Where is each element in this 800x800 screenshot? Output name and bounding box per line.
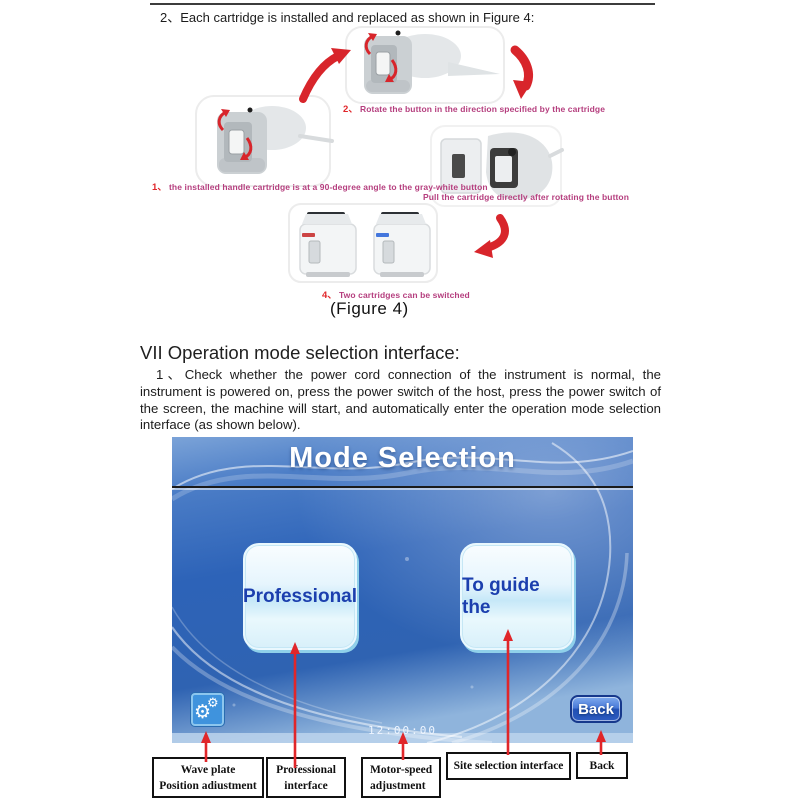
callout-line: interface (284, 779, 328, 792)
callout-back: Back (576, 752, 628, 779)
callout-line: Wave plate (180, 763, 236, 776)
section-body-paragraph: 1、Check whether the power cord connectio… (140, 367, 661, 433)
top-rule-divider (150, 3, 655, 5)
callout-site-selection: Site selection interface (446, 752, 571, 780)
callout-line: adjustment (370, 779, 426, 792)
flow-arrow-step1-to-step2 (299, 48, 351, 103)
intro-line: 2、Each cartridge is installed and replac… (160, 10, 535, 25)
settings-gear-button[interactable]: ⚙ ⚙ (191, 693, 224, 726)
mode-selection-screen: Mode Selection Professional To guide the… (172, 437, 633, 743)
callout-wave-plate: Wave plate Position adiustment (152, 757, 264, 798)
flow-arrow-step3-to-step4 (474, 214, 509, 258)
gear-icon-small: ⚙ (207, 696, 219, 711)
screen-title: Mode Selection (289, 442, 516, 474)
handpiece-photo-step1 (217, 106, 334, 174)
callout-line: Site selection interface (453, 760, 564, 772)
title-divider-line (172, 486, 633, 488)
callout-line: Professional (276, 763, 336, 776)
callout-line: Back (589, 759, 615, 772)
handpiece-photo-step2 (364, 30, 500, 94)
figure-frame-step2 (345, 26, 505, 104)
figure-step1-label: 1、the installed handle cartridge is at a… (152, 182, 488, 193)
callout-line: Motor-speed (370, 763, 433, 776)
figure-step3-label: Pull the cartridge directly after rotati… (423, 192, 630, 202)
professional-mode-button[interactable]: Professional (243, 543, 357, 650)
callout-motor-speed: Motor-speed adjustment (361, 757, 441, 798)
figure-step2-label: 2、Rotate the button in the direction spe… (343, 104, 606, 115)
figure-frame-step1 (195, 95, 331, 187)
clock-time: 12:00:00 (368, 724, 437, 737)
callout-professional-interface: Professional interface (266, 757, 346, 798)
guide-mode-button[interactable]: To guide the (460, 543, 574, 650)
figure-frame-step4 (288, 203, 438, 283)
figure-step4-label: 4、Two cartridges can be switched (322, 290, 470, 301)
callout-line: Position adiustment (159, 779, 257, 792)
back-button[interactable]: Back (570, 695, 622, 723)
section-heading: VII Operation mode selection interface: (140, 342, 460, 363)
two-cartridges-photo-step4 (299, 212, 431, 277)
gear-icon: ⚙ (194, 701, 212, 723)
figure4-caption: (Figure 4) (330, 299, 409, 318)
flow-arrow-step2-to-step3 (510, 45, 533, 99)
